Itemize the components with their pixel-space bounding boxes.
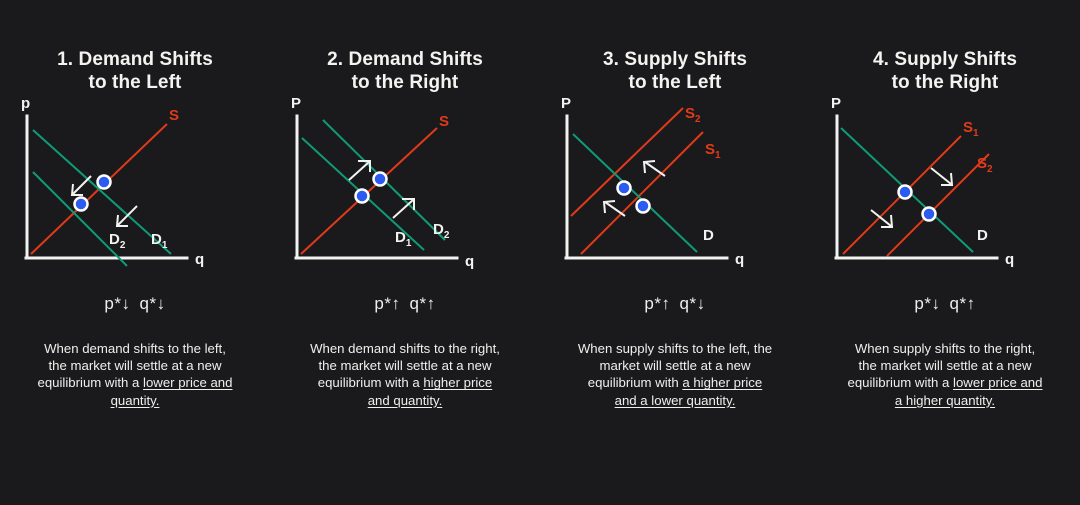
curve-label-demand-1: D1 — [395, 229, 412, 249]
axes — [564, 114, 729, 260]
demand-curve-1 — [32, 129, 172, 255]
shift-arrow-upper — [930, 167, 954, 186]
panel-demand-left: 1. Demand Shifts to the Left p q — [0, 0, 270, 505]
price-symbol: p* — [104, 294, 122, 313]
shift-arrow-lower — [602, 200, 626, 217]
demand-curve — [572, 133, 698, 253]
axes — [294, 114, 459, 260]
quantity-arrow: ↑ — [966, 294, 976, 313]
shift-arrow-upper — [70, 175, 92, 196]
caption-plain: When supply shifts to the right, the mar… — [847, 341, 1036, 391]
quantity-arrow: ↓ — [156, 294, 166, 313]
panel-title: 2. Demand Shifts to the Right — [327, 49, 483, 93]
caption-underlined: lower price and quantity. — [110, 375, 233, 408]
caption-underlined: lower price and a higher quantity. — [894, 375, 1043, 408]
y-axis-label: P — [831, 95, 841, 112]
price-arrow: ↑ — [391, 294, 401, 313]
quantity-symbol: q* — [139, 294, 157, 313]
supply-curve-2 — [886, 153, 990, 257]
equilibrium-dot-original — [354, 188, 370, 204]
equilibrium-dot-original — [635, 198, 651, 214]
outcome-row: p*↑q*↑ — [374, 294, 435, 318]
price-arrow: ↓ — [931, 294, 941, 313]
y-axis-label: P — [291, 95, 301, 112]
price-arrow: ↓ — [121, 294, 131, 313]
x-axis-label: q — [195, 251, 204, 268]
axes — [834, 114, 999, 260]
caption-plain: When demand shifts to the left, the mark… — [37, 341, 226, 391]
curve-label-demand: D — [977, 227, 988, 244]
shift-arrow-upper — [642, 160, 666, 177]
curve-label-supply-2: S2 — [977, 155, 993, 175]
panel-caption: When supply shifts to the right, the mar… — [845, 340, 1045, 409]
curve-label-demand: D — [703, 227, 714, 244]
equilibrium-dot-original — [96, 174, 112, 190]
outcome-row: p*↓ q*↑ — [914, 294, 975, 318]
outcome-row: p*↓q*↓ — [104, 294, 165, 318]
plot-supply-left: P q S2 S1 — [555, 95, 795, 286]
panel-title: 3. Supply Shifts to the Left — [602, 49, 748, 93]
quantity-symbol: q* — [409, 294, 427, 313]
quantity-arrow: ↑ — [426, 294, 436, 313]
curve-label-supply: S — [439, 113, 449, 130]
panel-caption: When demand shifts to the right, the mar… — [305, 340, 505, 409]
x-axis-label: q — [735, 251, 744, 268]
caption-underlined: higher price and quantity. — [367, 375, 493, 408]
curve-label-demand-2: D2 — [433, 221, 450, 241]
caption-plain: When supply shifts to the left, the mark… — [577, 341, 773, 391]
panel-caption: When supply shifts to the left, the mark… — [575, 340, 775, 409]
curve-label-supply: S — [169, 107, 179, 124]
plot-supply-right: P q S1 S2 — [825, 95, 1065, 286]
supply-curve — [300, 127, 438, 255]
price-symbol: p* — [374, 294, 392, 313]
equilibrium-dot-new — [73, 196, 89, 212]
axes — [24, 114, 189, 260]
panel-supply-left: 3. Supply Shifts to the Left P q — [540, 0, 810, 505]
plot-demand-left: p q — [15, 95, 255, 286]
panel-title: 1. Demand Shifts to the Left — [57, 49, 213, 93]
shift-arrow-lower — [392, 198, 415, 219]
y-axis-label: P — [561, 95, 571, 112]
curve-label-supply-1: S1 — [705, 141, 721, 161]
x-axis-label: q — [1005, 251, 1014, 268]
equilibrium-dot-new — [616, 180, 632, 196]
shift-arrow-lower — [870, 209, 894, 228]
equilibrium-dot-new — [921, 206, 937, 222]
x-axis-label: q — [465, 253, 474, 270]
curve-label-demand-1: D1 — [151, 231, 168, 251]
y-axis-label: p — [21, 95, 30, 112]
curve-label-supply-2: S2 — [685, 105, 701, 125]
supply-curve-2 — [570, 107, 684, 217]
equilibrium-dot-original — [897, 184, 913, 200]
outcome-row: p*↑ q*↓ — [644, 294, 705, 318]
curve-label-supply-1: S1 — [963, 119, 979, 139]
panel-supply-right: 4. Supply Shifts to the Right P q — [810, 0, 1080, 505]
quantity-symbol: q* — [949, 294, 967, 313]
equilibrium-dot-new — [372, 171, 388, 187]
panel-caption: When demand shifts to the left, the mark… — [35, 340, 235, 409]
demand-curve-2 — [32, 171, 128, 267]
shift-arrow-lower — [115, 205, 138, 227]
price-symbol: p* — [914, 294, 932, 313]
supply-curve-1 — [580, 131, 704, 255]
curve-label-demand-2: D2 — [109, 231, 126, 251]
quantity-symbol: q* — [679, 294, 697, 313]
quantity-arrow: ↓ — [696, 294, 706, 313]
price-symbol: p* — [644, 294, 662, 313]
panel-title: 4. Supply Shifts to the Right — [872, 49, 1018, 93]
price-arrow: ↑ — [661, 294, 671, 313]
caption-plain: When demand shifts to the right, the mar… — [310, 341, 500, 391]
caption-underlined: a higher price and a lower quantity. — [614, 375, 763, 408]
panel-demand-right: 2. Demand Shifts to the Right P q — [270, 0, 540, 505]
plot-demand-right: P q S D1 — [285, 95, 525, 286]
shift-arrow-upper — [348, 160, 371, 181]
